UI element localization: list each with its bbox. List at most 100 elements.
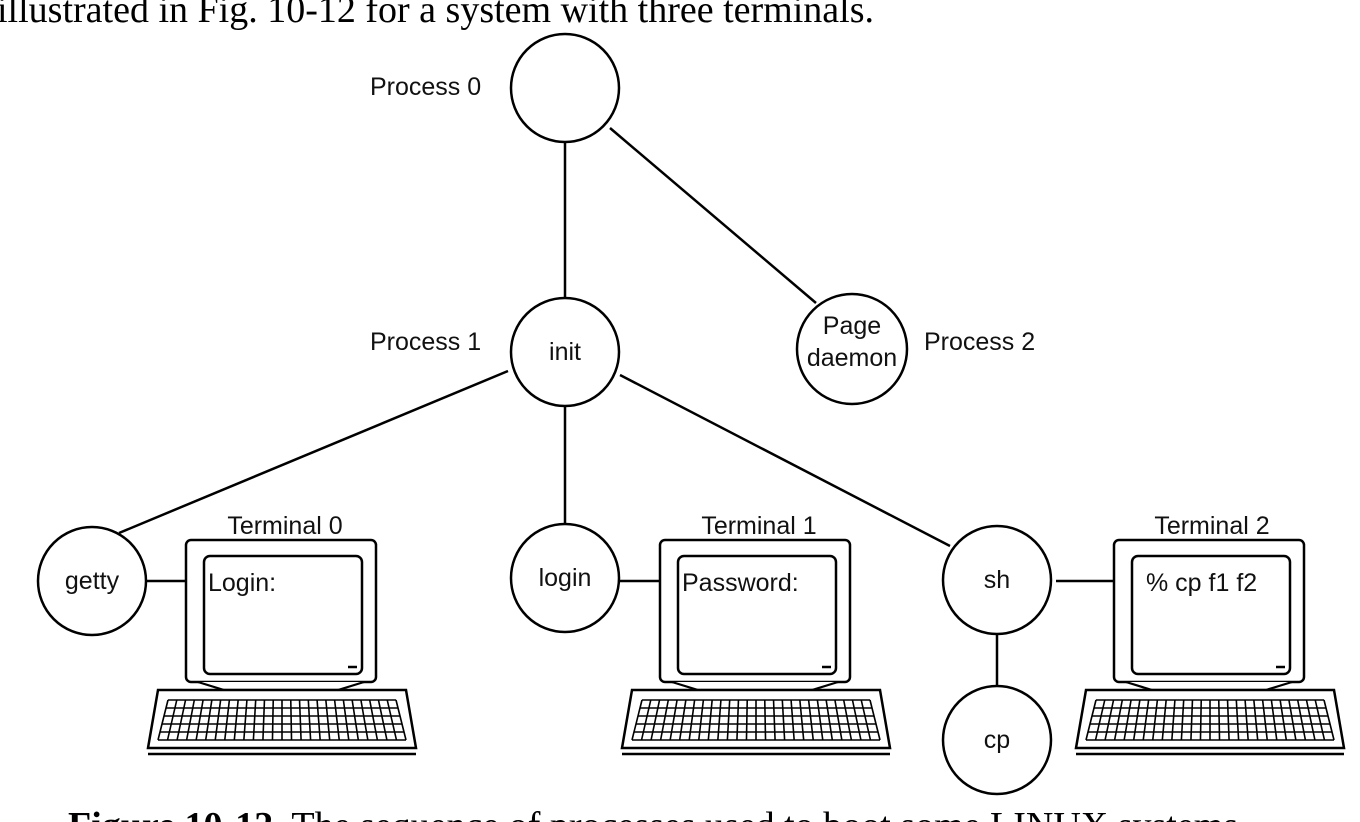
key-column-line: [1261, 699, 1269, 741]
figure-caption-text: The sequence of processes used to boot s…: [283, 805, 1248, 822]
process1-caption: Process 1: [370, 328, 481, 356]
key-column-line: [368, 699, 379, 741]
key-column-line: [1190, 699, 1194, 741]
key-column-line: [631, 699, 643, 741]
monitor-screen: [202, 554, 364, 676]
key-column-line: [1270, 699, 1278, 741]
monitor-screen: [1130, 554, 1292, 676]
getty-circle: [36, 525, 148, 637]
key-column-line: [1180, 699, 1185, 741]
key-column-line: [185, 699, 196, 741]
key-column-line: [1094, 699, 1106, 741]
computer-icon: [620, 538, 892, 756]
key-column-line: [869, 699, 881, 741]
key-column-line: [307, 699, 312, 741]
terminal-0-title: Terminal 0: [227, 512, 342, 540]
key-column-line: [262, 699, 266, 741]
getty-label: getty: [65, 567, 120, 595]
key-column-line: [333, 699, 341, 741]
key-column-line: [342, 699, 350, 741]
key-column-line: [377, 699, 388, 741]
tree-edges: [118, 127, 1114, 686]
key-column-line: [763, 699, 767, 741]
terminal-2-screen-text: % cp f1 f2: [1146, 569, 1257, 597]
key-column-line: [233, 699, 239, 741]
computer-icon: [146, 538, 418, 756]
key-column-line: [745, 699, 749, 741]
keyboard-keys: [1085, 699, 1335, 741]
key-column-line: [799, 699, 805, 741]
key-column-line: [1123, 699, 1132, 741]
key-column-line: [289, 699, 293, 741]
key-column-line: [1314, 699, 1326, 741]
key-column-line: [834, 699, 843, 741]
top-text: illustrated in Fig. 10-12 for a system w…: [0, 0, 874, 31]
key-column-line: [243, 699, 248, 741]
keyboard-keys: [631, 699, 881, 741]
edge-init-sh: [619, 373, 951, 548]
key-column-line: [1085, 699, 1097, 741]
figure-caption-label: Figure 10-12.: [68, 805, 283, 822]
key-column-line: [1253, 699, 1259, 741]
cp-label: cp: [984, 726, 1010, 754]
node-page-daemon: Page daemon: [795, 292, 909, 406]
node-sh: sh: [941, 524, 1053, 636]
terminal-0-screen-text: Login:: [208, 569, 276, 597]
key-column-line: [1235, 699, 1240, 741]
key-column-line: [1104, 699, 1115, 741]
key-column-line: [351, 699, 360, 741]
key-column-line: [1226, 699, 1230, 741]
key-column-line: [166, 699, 178, 741]
key-column-line: [790, 699, 795, 741]
key-column-line: [781, 699, 786, 741]
key-column-line: [386, 699, 398, 741]
key-column-line: [195, 699, 204, 741]
key-column-line: [860, 699, 872, 741]
key-column-line: [669, 699, 678, 741]
page-daemon-label-line1: Page: [823, 312, 881, 340]
keyboard-keys: [157, 699, 407, 741]
key-column-line: [825, 699, 834, 741]
key-column-line: [1244, 699, 1249, 741]
key-column-line: [157, 699, 169, 741]
init-circle: [509, 296, 621, 408]
key-column-line: [1199, 699, 1203, 741]
terminal-0: Terminal 0 Login:: [146, 512, 418, 756]
key-column-line: [271, 699, 275, 741]
key-column-line: [807, 699, 815, 741]
key-column-line: [688, 699, 696, 741]
monitor-screen: [676, 554, 838, 676]
key-column-line: [697, 699, 705, 741]
key-column-line: [298, 699, 302, 741]
key-column-line: [316, 699, 321, 741]
terminal-1-title: Terminal 1: [701, 512, 816, 540]
key-column-line: [1161, 699, 1167, 741]
key-column-line: [650, 699, 661, 741]
process0-circle: [509, 32, 621, 144]
key-column-line: [678, 699, 687, 741]
node-getty: getty: [36, 525, 148, 637]
key-column-line: [717, 699, 722, 741]
key-column-line: [816, 699, 824, 741]
key-column-line: [1296, 699, 1307, 741]
edge-init-getty: [118, 369, 509, 535]
key-column-line: [1151, 699, 1159, 741]
node-process0: [509, 32, 621, 144]
sh-circle: [941, 524, 1053, 636]
key-column-line: [842, 699, 853, 741]
edge-p0-page: [609, 127, 817, 304]
init-label: init: [549, 338, 581, 366]
key-column-line: [659, 699, 670, 741]
key-column-line: [214, 699, 222, 741]
key-column-line: [1142, 699, 1150, 741]
terminal-1: Terminal 1 Password:: [620, 512, 892, 756]
key-column-line: [325, 699, 331, 741]
sh-label: sh: [984, 566, 1010, 594]
process0-caption: Process 0: [370, 73, 481, 101]
computer-icon: [1074, 538, 1346, 756]
node-cp: cp: [941, 684, 1053, 796]
key-column-line: [1279, 699, 1288, 741]
node-init: init: [509, 296, 621, 408]
key-column-line: [1113, 699, 1124, 741]
